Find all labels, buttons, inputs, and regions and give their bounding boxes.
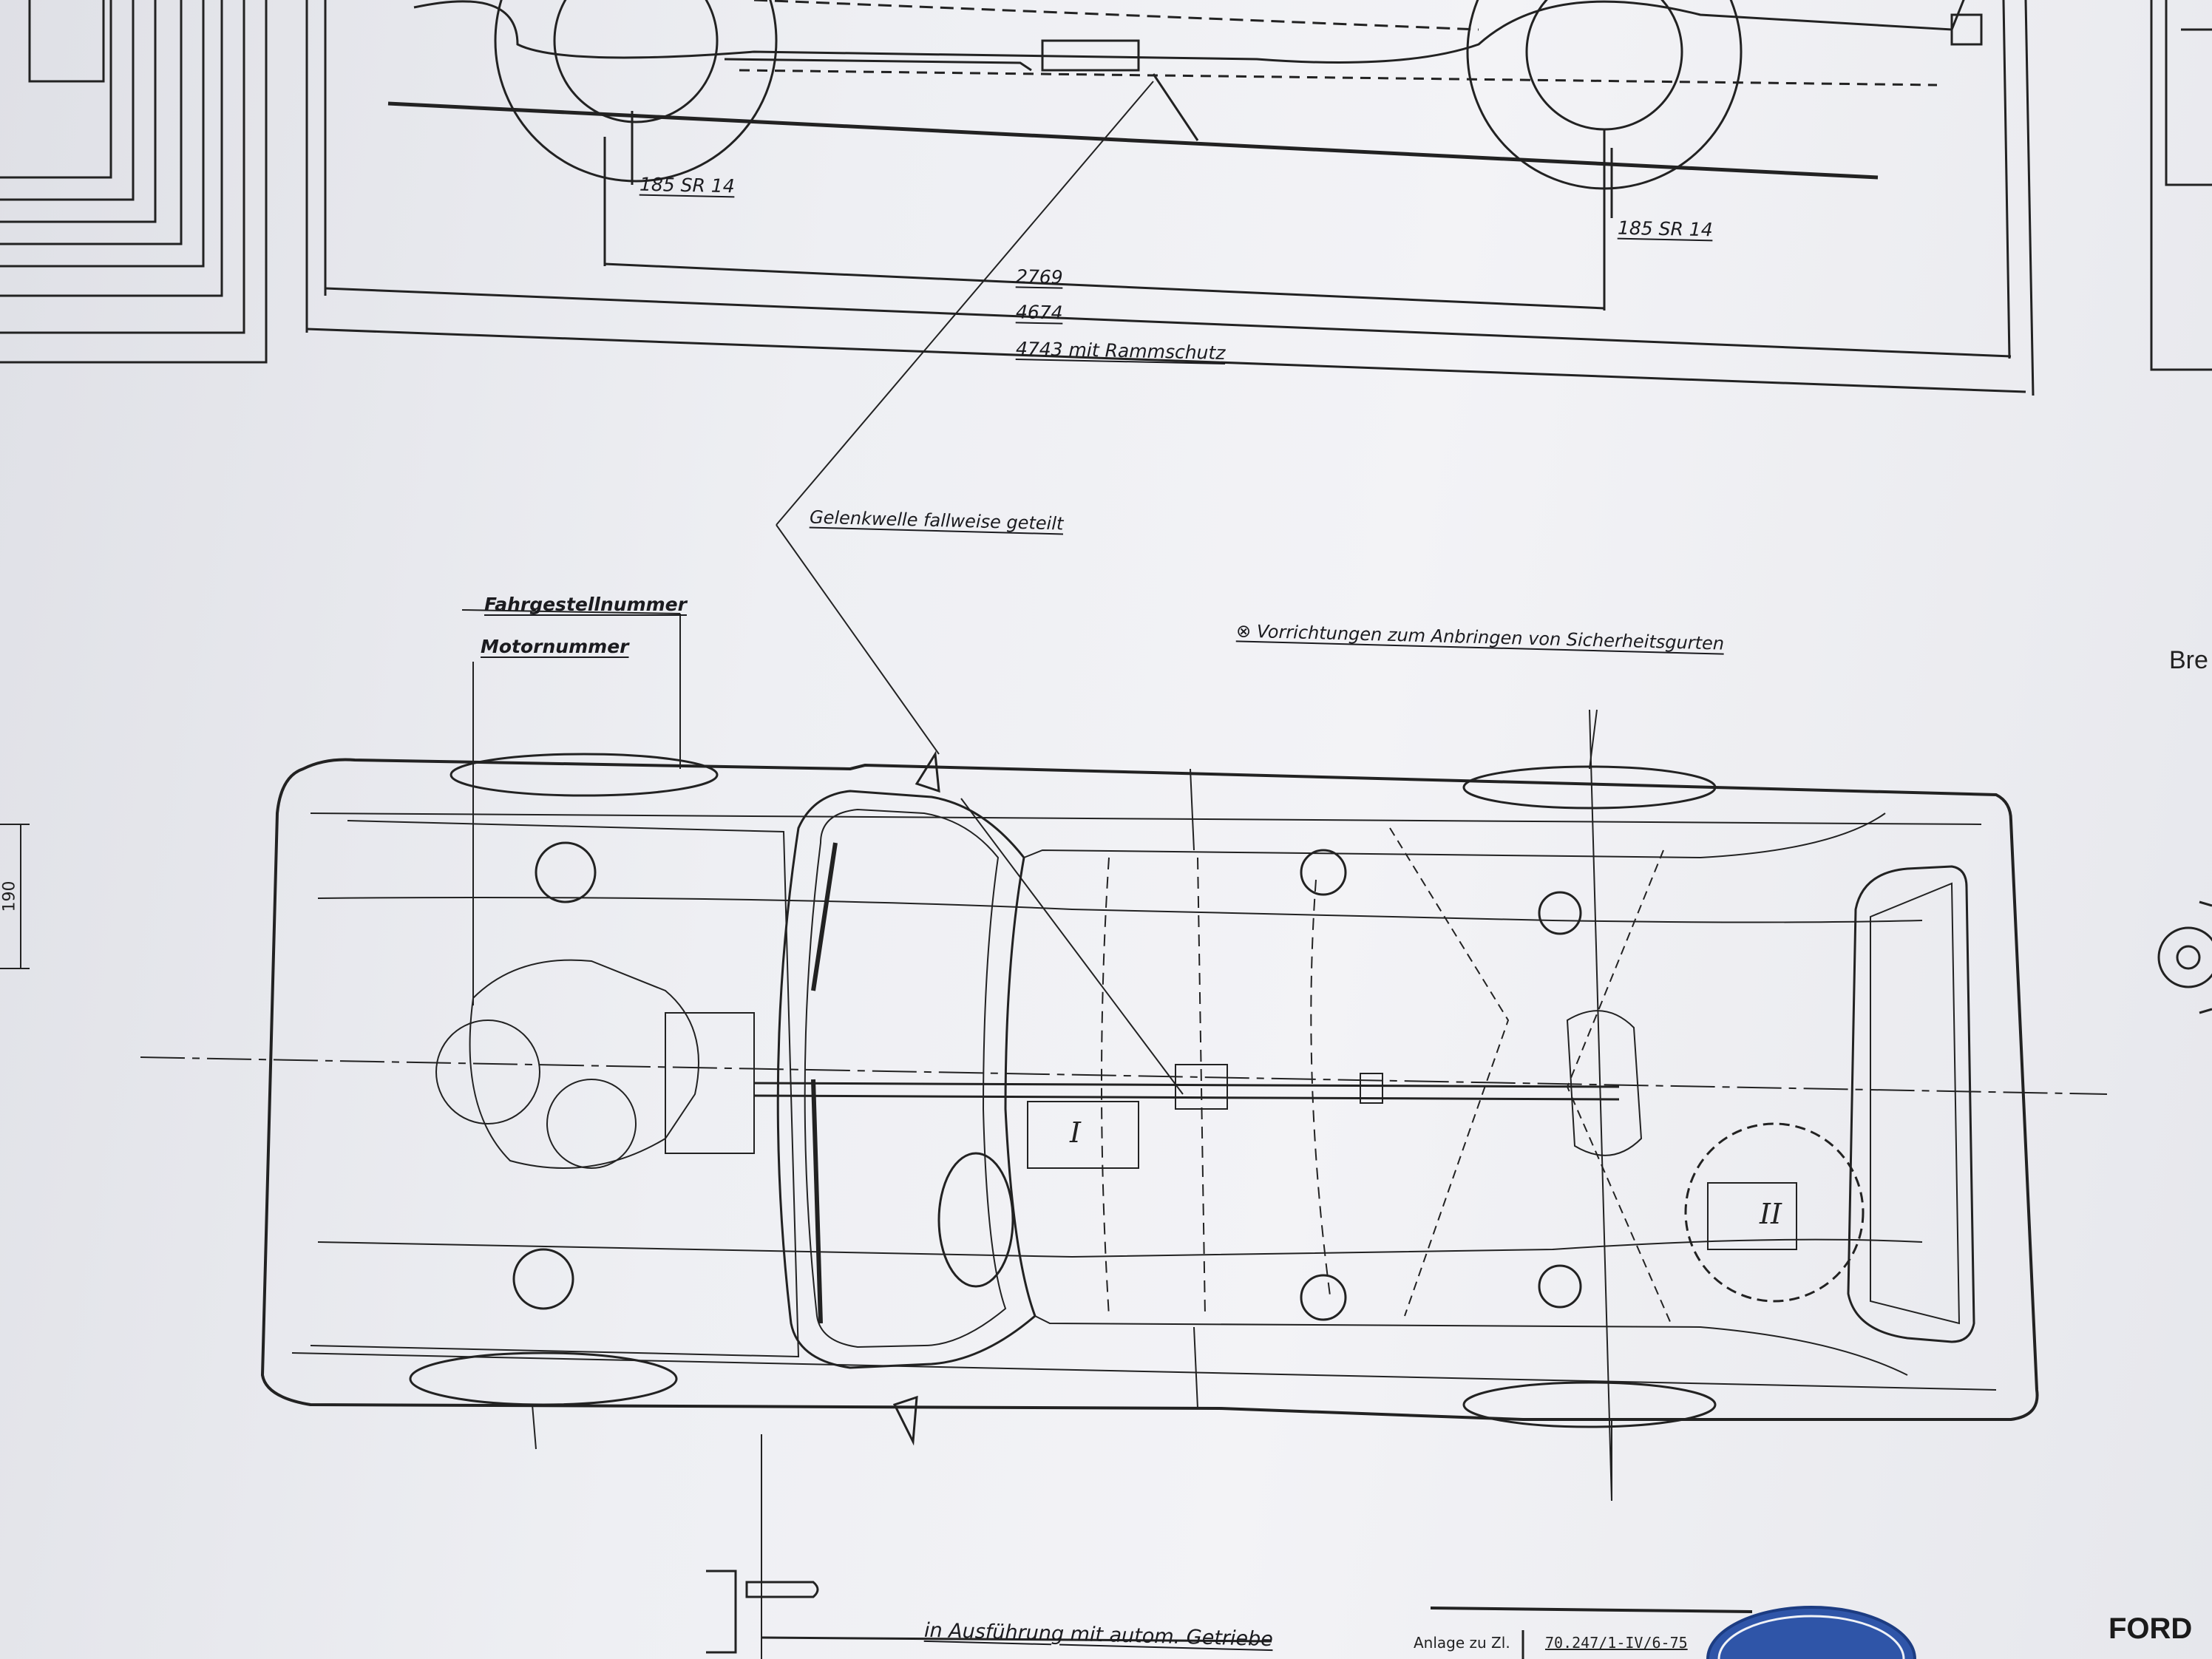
engine-number-label: Motornummer xyxy=(481,636,629,657)
side-view xyxy=(387,0,1983,190)
driveshaft-leader xyxy=(776,81,1184,1095)
brand-label: FORD xyxy=(2108,1612,2193,1645)
approval-frame xyxy=(1430,1607,1753,1659)
rear-tire-size-label: 185 SR 14 xyxy=(1617,217,1713,241)
length-with-bumper-label: 4743 mit Rammschutz xyxy=(1015,338,1226,364)
chassis-number-label: Fahrgestellnummer xyxy=(484,594,687,615)
wheelbase-label: 2769 xyxy=(1015,265,1063,288)
right-partial-view xyxy=(2150,0,2212,1014)
partial-side-label: Bre xyxy=(2169,646,2208,674)
dimension-190-label: 190 xyxy=(0,881,19,912)
left-dimension-190 xyxy=(0,824,30,969)
dimension-lines xyxy=(305,0,2035,396)
marker-two: II xyxy=(1760,1198,1782,1230)
label-leaders xyxy=(461,609,1612,1659)
front-tire-size-label: 185 SR 14 xyxy=(639,173,735,197)
left-partial-view xyxy=(0,0,268,364)
annex-reference: 70.247/1-IV/6-75 xyxy=(1545,1634,1688,1652)
marker-one: I xyxy=(1070,1116,1082,1149)
ford-logo-icon xyxy=(1706,1606,1916,1659)
annex-label: Anlage zu Zl. xyxy=(1414,1634,1510,1652)
plan-view xyxy=(140,709,2108,1502)
gear-lever-sketch xyxy=(706,1570,1272,1654)
length-label: 4674 xyxy=(1015,301,1063,324)
